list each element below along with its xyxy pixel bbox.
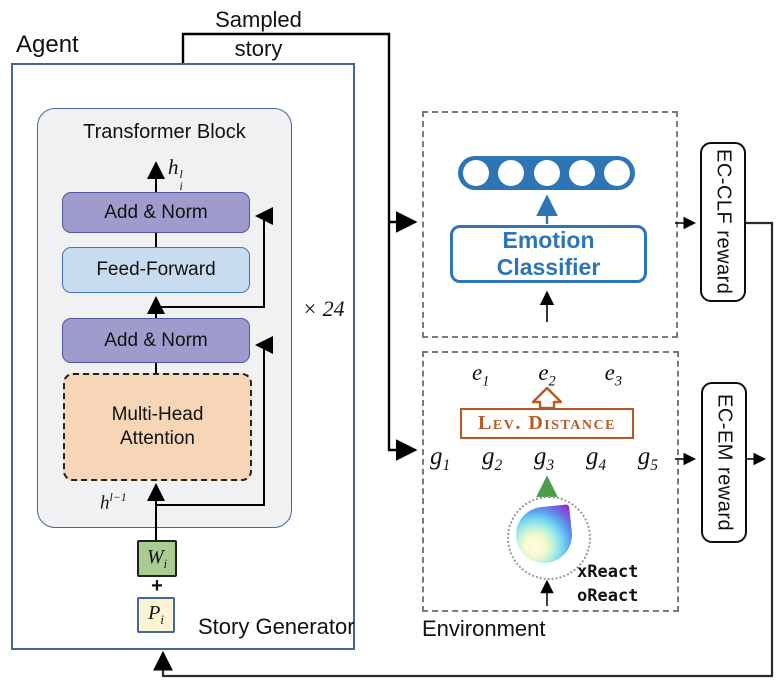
neuron-circle — [568, 160, 595, 186]
hidden-input-var: hl−1 — [100, 491, 127, 514]
emotion-token: e1 — [472, 360, 490, 390]
reward-feedback-line — [153, 221, 774, 678]
generated-token: g4 — [585, 443, 607, 474]
generated-token: g1 — [430, 443, 451, 474]
story-label: story — [234, 36, 283, 61]
neuron-circle — [498, 160, 525, 186]
repeat-24-label: × 24 — [302, 296, 345, 321]
emotion-token: e3 — [604, 360, 622, 390]
sampled-label: Sampled — [215, 7, 302, 32]
residual-lower-line — [156, 345, 264, 506]
story-generator-label: Story Generator — [198, 614, 355, 639]
oreact-label: oReact — [577, 586, 639, 606]
comet-dotted-circle — [507, 496, 591, 580]
add-norm-top-block: Add & Norm — [62, 192, 250, 233]
sampled-story-to-environment-line — [181, 32, 418, 461]
emotion-token: e2 — [538, 360, 556, 390]
add-norm-bottom-block: Add & Norm — [62, 318, 250, 363]
position-embedding-box: Pi — [137, 597, 175, 633]
ec-clf-reward-box: EC-CLF reward — [700, 142, 746, 302]
emotion-classifier-dashed-box — [422, 111, 678, 338]
ec-em-reward-box: EC-EM reward — [701, 382, 747, 543]
agent-label: Agent — [16, 31, 79, 58]
feed-forward-block: Feed-Forward — [62, 247, 250, 293]
transformer-title: Transformer Block — [83, 121, 246, 143]
emotion-token-row: e1 e2 e3 — [472, 360, 622, 391]
neuron-circle — [463, 160, 489, 186]
environment-label: Environment — [422, 616, 546, 641]
generated-token: g2 — [481, 443, 503, 474]
emotion-output-pill — [458, 156, 635, 190]
generated-token: g3 — [533, 443, 555, 474]
lev-distance-up-arrow — [531, 386, 563, 410]
plus-sign: + — [151, 575, 163, 597]
neuron-circle — [604, 160, 630, 186]
generated-token: g5 — [637, 443, 658, 474]
multi-head-attention-block: Multi-Head Attention — [63, 373, 252, 481]
generated-token-row: g1 g2 g3 g4 g5 — [430, 443, 658, 475]
residual-upper-line — [156, 216, 264, 308]
xreact-label: xReact — [577, 562, 639, 582]
emotion-classifier-box: Emotion Classifier — [450, 225, 647, 283]
word-embedding-box: Wi — [137, 540, 177, 577]
lev-distance-box: Lev. Distance — [460, 408, 634, 439]
neuron-circle — [533, 160, 560, 186]
